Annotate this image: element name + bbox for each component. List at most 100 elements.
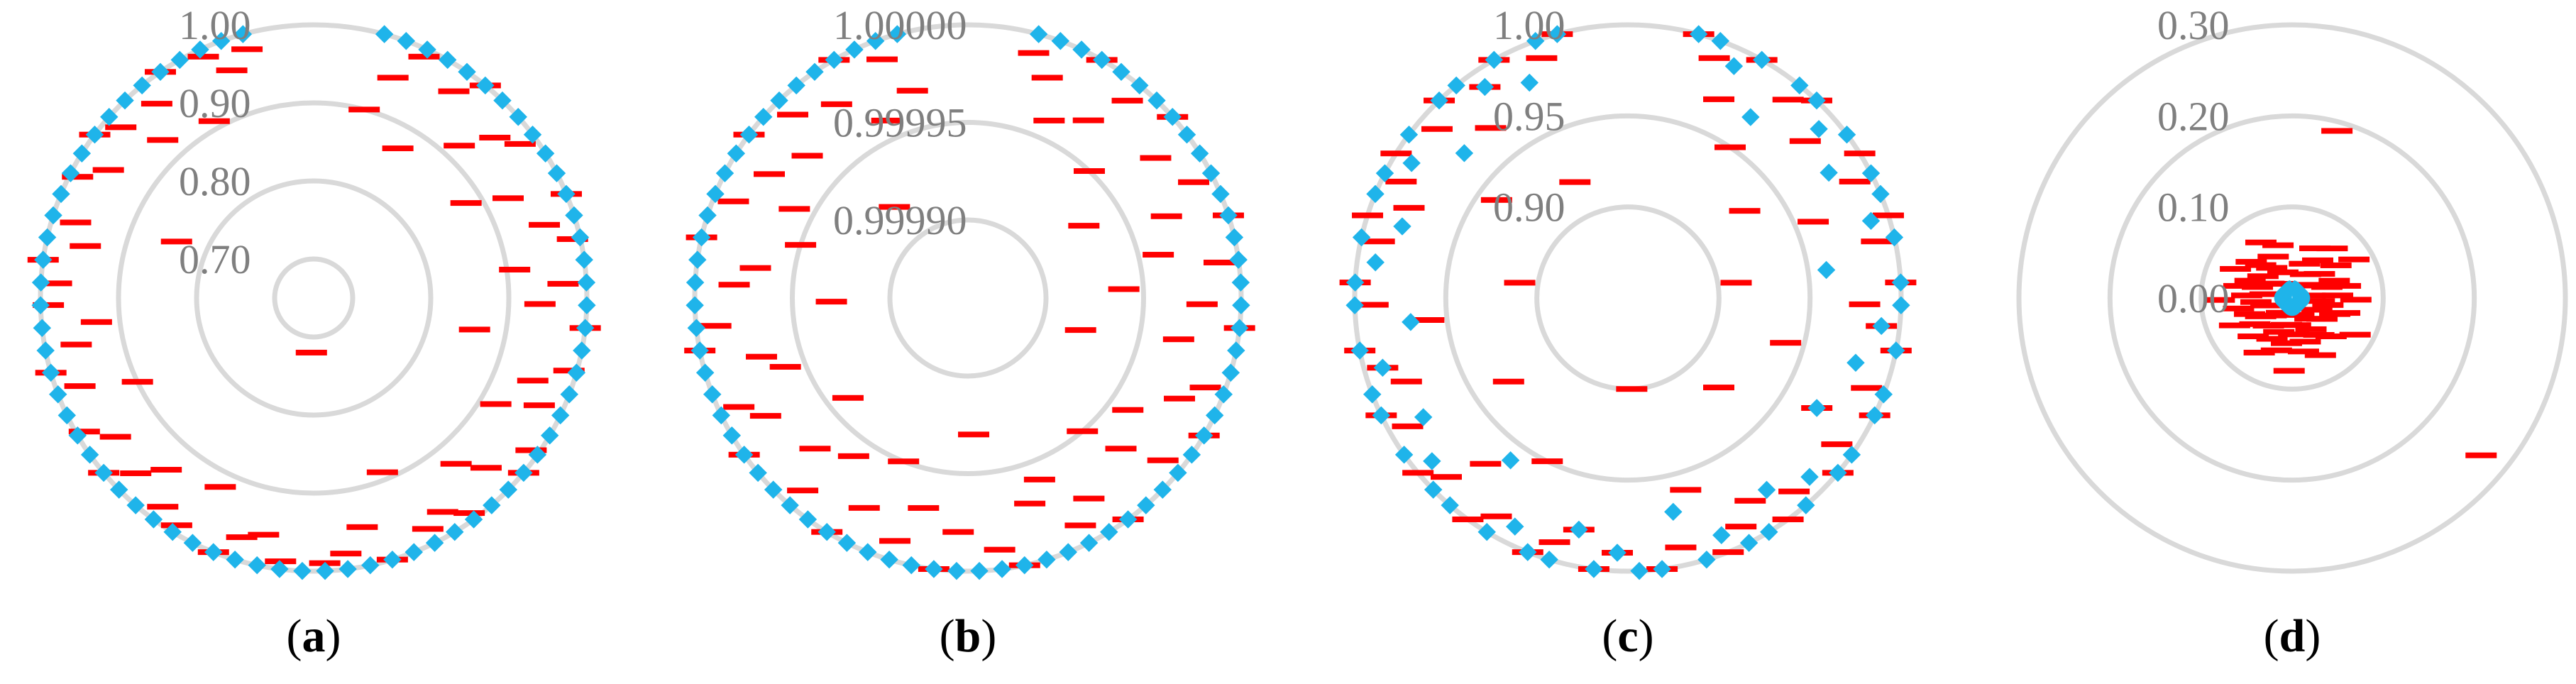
data-point-dash xyxy=(2320,262,2352,268)
data-point-diamond xyxy=(183,534,202,552)
data-point-diamond xyxy=(1402,313,1420,331)
data-point-dash xyxy=(523,402,555,409)
panel-letter: a xyxy=(302,610,326,662)
data-point-dash xyxy=(2330,282,2362,289)
data-point-diamond xyxy=(690,341,709,360)
data-point-dash xyxy=(2220,265,2252,272)
data-point-dash xyxy=(1470,460,1502,467)
data-point-diamond xyxy=(509,108,527,126)
data-point-dash xyxy=(62,174,94,180)
data-point-dash xyxy=(2263,329,2295,335)
data-point-diamond xyxy=(80,446,99,464)
data-point-dash xyxy=(1390,378,1422,385)
data-point-dash xyxy=(2311,284,2343,290)
data-point-dash xyxy=(1430,474,1462,480)
radial-tick-label: 0.80 xyxy=(179,158,251,204)
data-point-diamond xyxy=(1231,273,1250,292)
data-point-dash xyxy=(1475,125,1507,131)
data-point-dash xyxy=(412,526,444,532)
data-point-dash xyxy=(1385,178,1417,184)
data-point-dash xyxy=(348,106,380,113)
data-point-diamond xyxy=(1817,260,1836,280)
data-point-dash xyxy=(444,143,475,149)
data-point-dash xyxy=(1734,497,1766,504)
data-point-diamond xyxy=(1475,77,1495,96)
data-point-dash xyxy=(187,53,219,60)
data-point-dash xyxy=(1023,476,1055,482)
data-point-dash xyxy=(1072,117,1104,123)
data-point-dash xyxy=(2304,352,2336,358)
data-point-diamond xyxy=(692,228,711,247)
data-point-dash xyxy=(70,243,101,249)
data-point-dash xyxy=(440,460,472,467)
data-point-dash xyxy=(2257,253,2289,260)
data-point-diamond xyxy=(211,31,231,50)
data-point-diamond xyxy=(233,25,253,43)
data-point-dash xyxy=(2243,349,2275,355)
data-point-diamond xyxy=(571,228,590,247)
data-point-dash xyxy=(1789,138,1821,144)
panel-label: (a) xyxy=(287,610,341,662)
data-point-dash xyxy=(1703,385,1735,391)
data-point-dash xyxy=(121,379,153,385)
data-point-diamond xyxy=(1345,273,1365,292)
data-point-dash xyxy=(1147,457,1179,463)
data-point-diamond xyxy=(52,184,70,204)
data-point-dash xyxy=(1798,219,1829,225)
data-point-dash xyxy=(2338,256,2370,263)
data-point-dash xyxy=(1616,386,1648,392)
data-point-dash xyxy=(2218,322,2250,329)
data-point-dash xyxy=(2340,297,2372,303)
data-point-diamond xyxy=(191,40,209,59)
data-point-diamond xyxy=(41,363,60,382)
data-point-dash xyxy=(1714,144,1746,150)
data-point-dash xyxy=(799,446,831,452)
data-point-diamond xyxy=(1350,341,1369,360)
data-point-dash xyxy=(879,204,910,210)
data-point-dash xyxy=(453,510,485,517)
data-point-diamond xyxy=(1059,543,1077,561)
data-point-diamond xyxy=(688,250,707,269)
radial-tick-label: 1.00 xyxy=(179,2,251,48)
data-point-dash xyxy=(1531,458,1563,465)
data-point-dash xyxy=(1480,513,1512,519)
data-point-diamond xyxy=(567,363,586,382)
data-point-diamond xyxy=(1664,502,1683,522)
data-point-dash xyxy=(778,206,810,212)
data-point-dash xyxy=(1031,75,1063,81)
data-point-dash xyxy=(492,195,524,202)
data-point-dash xyxy=(2242,284,2274,290)
data-point-diamond xyxy=(925,560,943,578)
data-point-dash xyxy=(231,46,263,53)
data-point-diamond xyxy=(547,164,566,182)
data-point-dash xyxy=(2289,338,2321,345)
series-diamond xyxy=(2274,280,2311,316)
data-point-dash xyxy=(1851,385,1883,391)
data-point-dash xyxy=(2256,265,2288,271)
data-point-dash xyxy=(2264,281,2296,287)
polar-panel-d: 0.000.100.200.30(d) xyxy=(2016,2,2568,662)
data-point-dash xyxy=(2247,273,2279,280)
data-point-dash xyxy=(515,447,547,453)
data-point-diamond xyxy=(1221,363,1240,382)
data-point-diamond xyxy=(1029,25,1048,43)
data-point-diamond xyxy=(109,480,128,499)
grid-ring xyxy=(790,120,1146,476)
data-point-dash xyxy=(791,153,823,159)
data-point-dash xyxy=(479,134,511,140)
data-point-dash xyxy=(1162,336,1194,343)
data-point-dash xyxy=(1452,516,1484,522)
data-point-diamond xyxy=(1229,250,1248,269)
data-point-diamond xyxy=(1051,31,1070,50)
data-point-diamond xyxy=(1219,206,1238,225)
data-point-dash xyxy=(815,299,847,305)
data-point-dash xyxy=(1111,97,1143,104)
data-point-diamond xyxy=(1205,406,1224,425)
data-point-diamond xyxy=(44,206,62,225)
data-point-dash xyxy=(1105,446,1137,452)
radial-tick-label: 0.00 xyxy=(2157,275,2230,321)
data-point-diamond xyxy=(1520,73,1539,92)
data-point-dash xyxy=(1703,96,1735,102)
